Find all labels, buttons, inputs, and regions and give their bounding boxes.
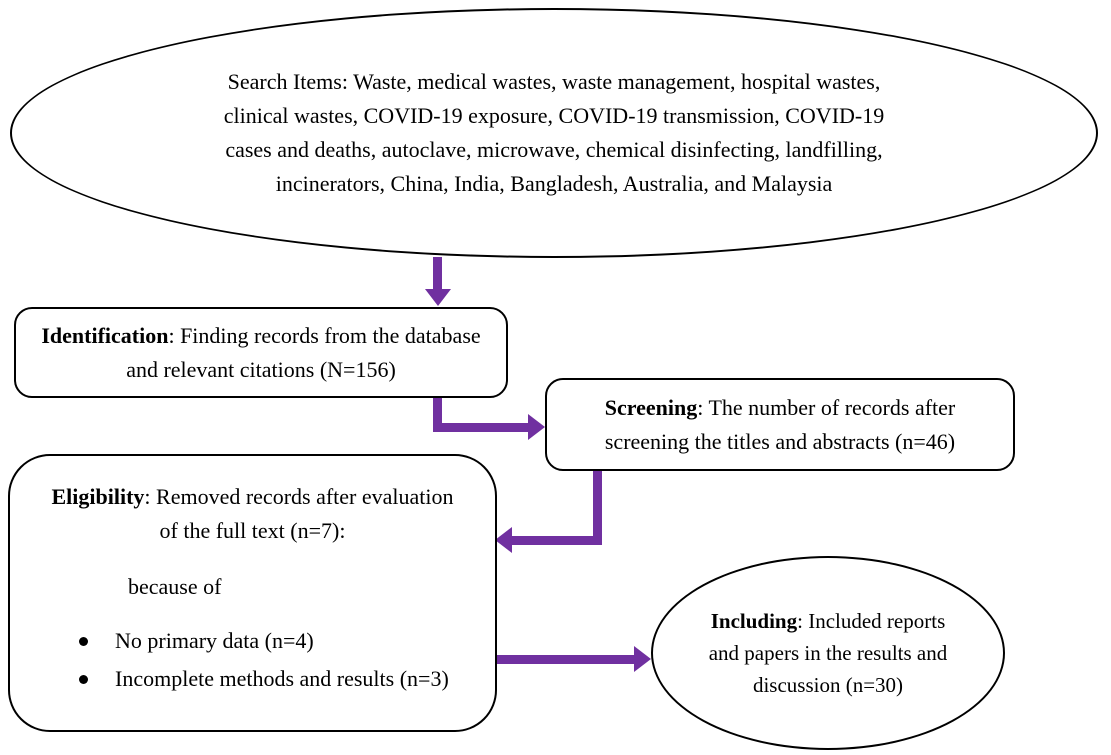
identification-text: Identification: Finding records from the… [37, 319, 485, 387]
including-label: Including [710, 609, 798, 633]
screening-rest: : The number of records after screening … [604, 394, 956, 454]
eligibility-box: Eligibility: Removed records after evalu… [8, 454, 497, 732]
eligibility-bullet-1: No primary data (n=4) [79, 624, 460, 658]
arrow-eligibility-to-including-head [634, 646, 651, 672]
arrow-search-to-identification-shaft [433, 257, 442, 290]
identification-label: Identification [41, 322, 169, 348]
identification-box: Identification: Finding records from the… [14, 307, 508, 398]
eligibility-rest: : Removed records after evaluation of th… [144, 484, 454, 543]
screening-label: Screening [604, 394, 698, 420]
arrow-identification-to-screening-horizontal [433, 423, 528, 432]
identification-rest: : Finding records from the database and … [126, 322, 481, 382]
screening-box: Screening: The number of records after s… [545, 378, 1015, 471]
eligibility-because-text: because of [128, 574, 222, 599]
eligibility-text: Eligibility: Removed records after evalu… [48, 480, 458, 548]
arrow-search-to-identification-head [425, 289, 451, 306]
eligibility-label: Eligibility [51, 484, 145, 509]
including-ellipse: Including: Included reports and papers i… [651, 556, 1005, 750]
screening-text: Screening: The number of records after s… [564, 391, 996, 459]
search-items-text: Search Items: Waste, medical wastes, was… [223, 69, 885, 196]
arrow-screening-to-eligibility-vertical [593, 471, 602, 545]
eligibility-bullet-2: Incomplete methods and results (n=3) [79, 662, 460, 696]
including-text: Including: Included reports and papers i… [708, 605, 948, 701]
arrow-screening-to-eligibility-head [495, 527, 512, 553]
including-rest: : Included reports and papers in the res… [708, 609, 948, 697]
eligibility-bullet-list: No primary data (n=4) Incomplete methods… [10, 624, 495, 696]
arrow-screening-to-eligibility-horizontal [512, 536, 602, 545]
arrow-eligibility-to-including-shaft [497, 655, 634, 664]
arrow-identification-to-screening-head [528, 414, 545, 440]
arrow-identification-to-screening-vertical [433, 398, 442, 432]
search-items-ellipse: Search Items: Waste, medical wastes, was… [10, 8, 1098, 258]
